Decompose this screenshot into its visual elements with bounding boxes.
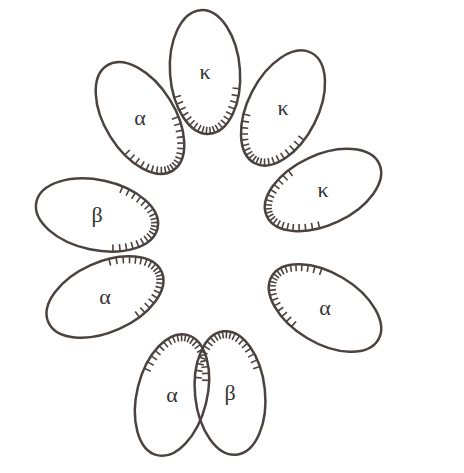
subunit-ellipse: κ xyxy=(258,125,388,255)
subunit-label: κ xyxy=(199,61,210,83)
subunit-label: α xyxy=(166,384,178,406)
subunit-ellipse: κ xyxy=(218,43,348,173)
subunit-ellipse: α xyxy=(75,53,205,183)
subunit-ellipse: κ xyxy=(140,7,270,137)
subunit-ellipse: β xyxy=(165,328,295,458)
subunit-label: α xyxy=(319,297,331,319)
subunit-label: α xyxy=(99,286,111,308)
subunit-label: β xyxy=(224,382,235,404)
subunit-ellipse: α xyxy=(260,243,390,373)
subunit-label: κ xyxy=(317,179,328,201)
subunit-label: α xyxy=(134,107,146,129)
subunit-ellipse: α xyxy=(107,330,237,460)
subunit-label: κ xyxy=(277,97,288,119)
subunit-label: β xyxy=(91,204,102,226)
